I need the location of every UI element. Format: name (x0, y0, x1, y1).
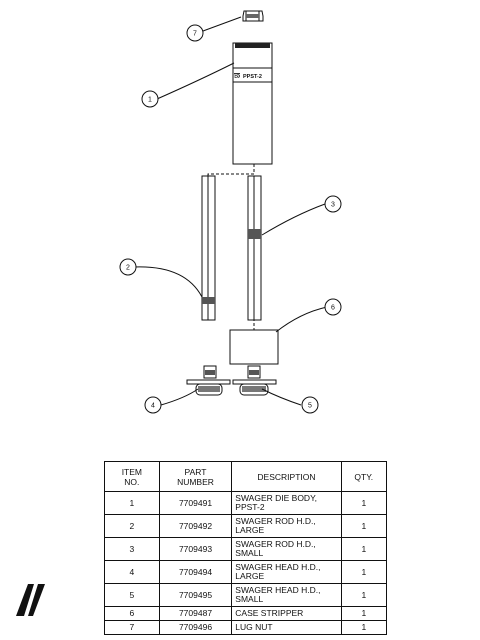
callout-leaders (133, 16, 328, 406)
case-stripper-part (229, 329, 279, 365)
cell-qty: 1 (340, 620, 388, 635)
swager-rod-large-part (201, 175, 216, 321)
cell-item: 1 (104, 491, 160, 515)
callout-6: 6 (331, 305, 335, 312)
table-row: 4 7709494 SWAGER HEAD H.D.,LARGE 1 (104, 560, 388, 584)
cell-description: SWAGER ROD H.D.,LARGE (231, 514, 342, 538)
cell-description: SWAGER HEAD H.D.,SMALL (231, 583, 342, 607)
callout-1: 1 (148, 97, 152, 104)
cell-description: LUG NUT (231, 620, 342, 635)
cell-qty: 1 (340, 560, 388, 584)
exploded-parts-diagram: RCBS PPST-2 7 1 3 2 6 4 5 (119, 10, 342, 414)
header-description: DESCRIPTION (231, 461, 342, 492)
brand-logo-icon (16, 584, 45, 616)
cell-qty: 1 (340, 514, 388, 538)
callout-2: 2 (126, 265, 130, 272)
cell-qty: 1 (340, 606, 388, 621)
cell-part-number: 7709493 (158, 537, 233, 561)
cell-item: 4 (104, 560, 160, 584)
lug-nut-part (242, 10, 264, 22)
table-row: 5 7709495 SWAGER HEAD H.D.,SMALL 1 (104, 583, 388, 607)
cell-part-number: 7709492 (158, 514, 233, 538)
cell-description: SWAGER DIE BODY,PPST-2 (231, 491, 342, 515)
cell-part-number: 7709496 (158, 620, 233, 635)
die-body-stamp: PPST-2 (243, 74, 262, 80)
cell-qty: 1 (340, 583, 388, 607)
cell-description: SWAGER ROD H.D.,SMALL (231, 537, 342, 561)
die-body-logo-stamp: RCBS (234, 74, 250, 80)
table-row: 7 7709496 LUG NUT 1 (104, 620, 388, 635)
cell-item: 6 (104, 606, 160, 621)
swager-die-body-part (232, 42, 273, 165)
swager-rod-small-part (247, 175, 262, 321)
cell-description: CASE STRIPPER (231, 606, 342, 621)
callout-circles (119, 24, 342, 414)
header-qty: QTY. (340, 461, 388, 492)
table-row: 1 7709491 SWAGER DIE BODY,PPST-2 1 (104, 491, 388, 515)
cell-part-number: 7709494 (158, 560, 233, 584)
callout-5: 5 (308, 403, 312, 410)
cell-description: SWAGER HEAD H.D.,LARGE (231, 560, 342, 584)
cell-qty: 1 (340, 491, 388, 515)
callout-7: 7 (193, 31, 197, 38)
cell-part-number: 7709495 (158, 583, 233, 607)
cell-item: 3 (104, 537, 160, 561)
cell-item: 7 (104, 620, 160, 635)
cell-part-number: 7709491 (158, 491, 233, 515)
callout-3: 3 (331, 202, 335, 209)
cell-qty: 1 (340, 537, 388, 561)
swager-head-large-part (186, 365, 231, 396)
table-row: 6 7709487 CASE STRIPPER 1 (104, 606, 388, 621)
cell-item: 5 (104, 583, 160, 607)
table-row: 3 7709493 SWAGER ROD H.D.,SMALL 1 (104, 537, 388, 561)
swager-head-small-part (232, 365, 277, 396)
callout-4: 4 (151, 403, 155, 410)
cell-part-number: 7709487 (158, 606, 233, 621)
table-row: 2 7709492 SWAGER ROD H.D.,LARGE 1 (104, 514, 388, 538)
cell-item: 2 (104, 514, 160, 538)
